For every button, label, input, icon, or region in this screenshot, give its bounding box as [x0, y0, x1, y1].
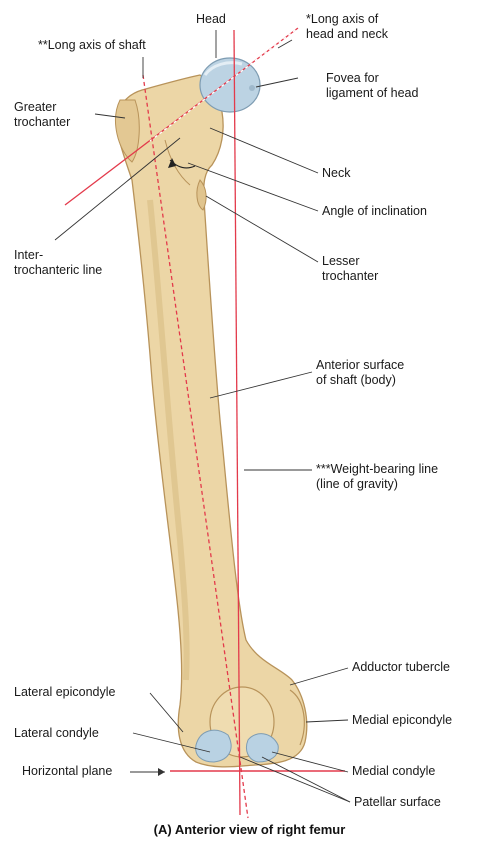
- label-adductor-tubercle: Adductor tubercle: [352, 660, 450, 675]
- label-long-axis-head-neck-line1: *Long axis of: [306, 12, 388, 27]
- label-greater-trochanter-line1: Greater: [14, 100, 70, 115]
- label-angle-of-inclination: Angle of inclination: [322, 204, 427, 219]
- label-lesser-trochanter: Lesser trochanter: [322, 254, 378, 284]
- label-long-axis-head-neck-line2: head and neck: [306, 27, 388, 42]
- label-fovea-line1: Fovea for: [326, 71, 418, 86]
- femoral-head: [200, 58, 260, 112]
- figure-caption: (A) Anterior view of right femur: [0, 822, 499, 837]
- label-patellar-surface: Patellar surface: [354, 795, 441, 810]
- label-lateral-condyle: Lateral condyle: [14, 726, 99, 741]
- femur-outline: [116, 75, 306, 767]
- label-medial-condyle: Medial condyle: [352, 764, 435, 779]
- femur-bone: [116, 75, 307, 767]
- label-intertrochanteric-line2: trochanteric line: [14, 263, 102, 278]
- label-horizontal-plane: Horizontal plane: [22, 764, 112, 779]
- horizontal-plane-arrow: [158, 768, 165, 776]
- label-lesser-trochanter-line1: Lesser: [322, 254, 378, 269]
- label-intertrochanteric-line1: Inter-: [14, 248, 102, 263]
- label-weight-bearing-line: ***Weight-bearing line (line of gravity): [316, 462, 438, 492]
- label-lateral-epicondyle: Lateral epicondyle: [14, 685, 115, 700]
- label-weight-bearing-line1: ***Weight-bearing line: [316, 462, 438, 477]
- label-intertrochanteric-line: Inter- trochanteric line: [14, 248, 102, 278]
- label-anterior-surface-line1: Anterior surface: [316, 358, 404, 373]
- label-anterior-surface-line2: of shaft (body): [316, 373, 404, 388]
- label-greater-trochanter-line2: trochanter: [14, 115, 70, 130]
- label-anterior-surface: Anterior surface of shaft (body): [316, 358, 404, 388]
- label-fovea: Fovea for ligament of head: [326, 71, 418, 101]
- label-head: Head: [196, 12, 226, 27]
- label-medial-epicondyle: Medial epicondyle: [352, 713, 452, 728]
- label-long-axis-shaft: **Long axis of shaft: [38, 38, 146, 53]
- label-long-axis-head-neck: *Long axis of head and neck: [306, 12, 388, 42]
- label-greater-trochanter: Greater trochanter: [14, 100, 70, 130]
- fovea-mark: [249, 85, 255, 91]
- label-neck: Neck: [322, 166, 350, 181]
- label-weight-bearing-line2: (line of gravity): [316, 477, 438, 492]
- label-fovea-line2: ligament of head: [326, 86, 418, 101]
- label-lesser-trochanter-line2: trochanter: [322, 269, 378, 284]
